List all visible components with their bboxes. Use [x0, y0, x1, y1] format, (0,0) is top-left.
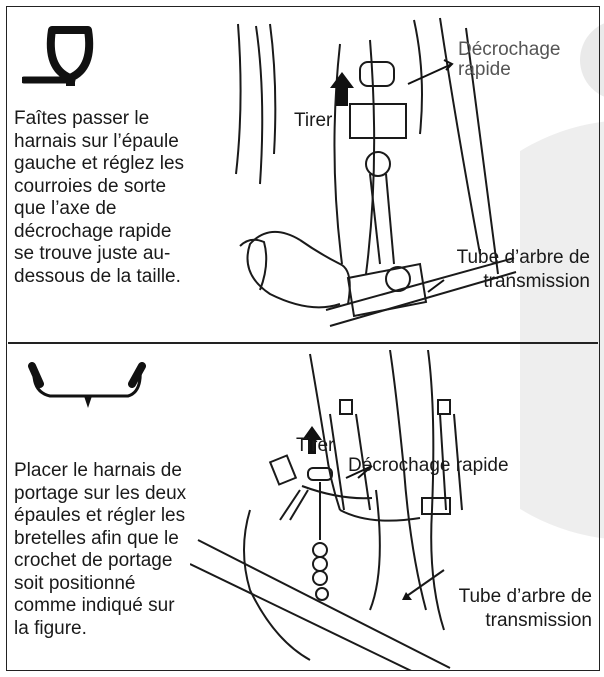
- instruction-double-shoulder: Placer le harnais de portage sur les deu…: [14, 460, 187, 639]
- double-shoulder-harness-icon: [28, 362, 146, 408]
- label-tube-double: Tube d’arbre de transmission: [458, 586, 592, 631]
- single-shoulder-strap-icon: [22, 26, 94, 86]
- page-frame: [6, 6, 600, 671]
- label-tirer-single: Tirer: [294, 110, 333, 131]
- section-divider: [8, 342, 598, 344]
- label-tube-single: Tube d’arbre de transmission: [456, 247, 590, 292]
- background-decoration: [520, 23, 604, 539]
- label-tirer-double: Tirer: [296, 435, 335, 456]
- label-quick-release-single: Décrochage rapide: [458, 39, 561, 80]
- instruction-single-shoulder: Faîtes passer le harnais sur l’épaule ga…: [14, 108, 185, 287]
- label-quick-release-double: Décrochage rapide: [348, 455, 509, 476]
- double-shoulder-illustration: [190, 350, 463, 670]
- single-shoulder-illustration: [235, 17, 517, 327]
